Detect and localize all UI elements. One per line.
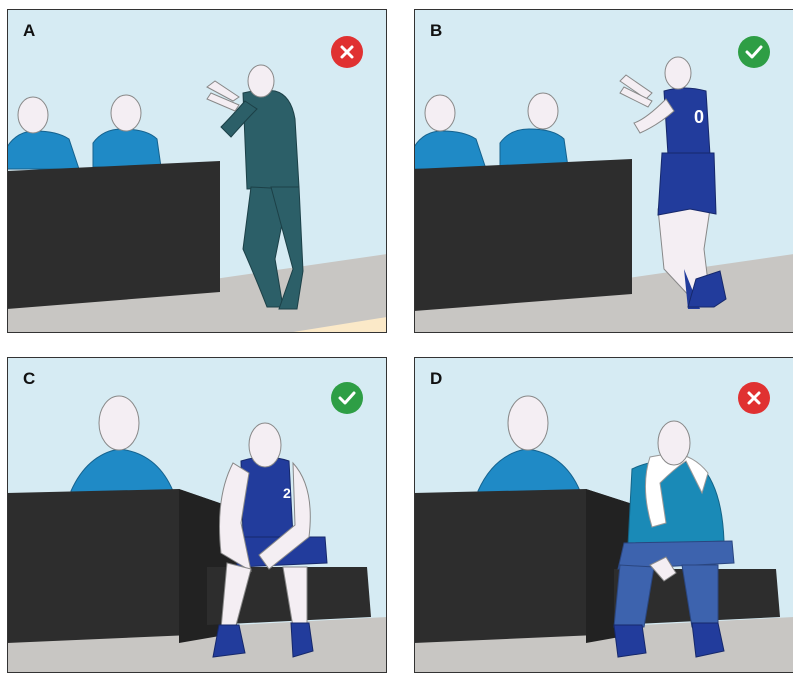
jersey-number: 0 [694,107,704,128]
jersey-number: 2 [283,485,291,501]
panel-a-illustration [7,9,387,333]
panel-b-illustration [414,9,793,333]
panel-b: 0 B [414,9,793,333]
panel-label: C [23,369,35,389]
scorers-table [414,159,632,311]
check-icon [738,36,770,68]
panel-a: A [7,9,387,333]
check-icon [331,382,363,414]
panel-c-illustration [7,357,387,673]
panel-label: D [430,369,442,389]
panel-d: D [414,357,793,681]
panel-c: 2 C [7,357,387,681]
panel-d-illustration [414,357,793,673]
panel-label: B [430,21,442,41]
cross-icon [738,382,770,414]
panel-label: A [23,21,35,41]
scorers-table [7,161,220,309]
cross-icon [331,36,363,68]
